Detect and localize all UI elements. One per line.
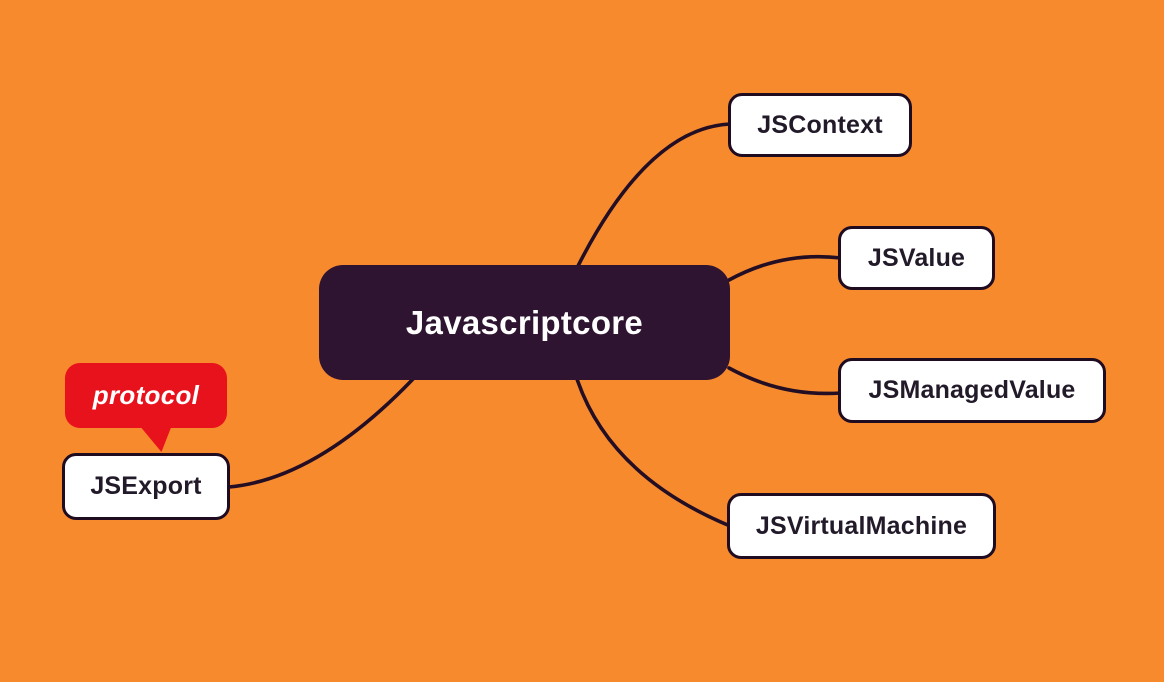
node-jscontext[interactable]: JSContext bbox=[728, 93, 912, 157]
node-jsmanagedvalue-label: JSManagedValue bbox=[868, 376, 1076, 404]
node-jsvalue-label: JSValue bbox=[867, 243, 966, 272]
node-jsexport-label: JSExport bbox=[90, 472, 202, 500]
node-jscontext-label: JSContext bbox=[757, 110, 883, 139]
connector-jscontext bbox=[576, 122, 732, 268]
connector-jsvirtualmachine bbox=[575, 377, 732, 528]
root-node-javascriptcore[interactable]: Javascriptcore bbox=[319, 265, 730, 380]
protocol-badge-label: protocol bbox=[92, 380, 200, 410]
connector-jsvalue bbox=[727, 254, 843, 282]
node-jsvirtualmachine-label: JSVirtualMachine bbox=[755, 511, 968, 540]
root-node-label: Javascriptcore bbox=[405, 303, 644, 341]
node-jsvalue[interactable]: JSValue bbox=[838, 226, 995, 290]
connector-jsmanagedvalue bbox=[727, 366, 843, 396]
node-jsmanagedvalue[interactable]: JSManagedValue bbox=[838, 358, 1106, 423]
protocol-badge[interactable]: protocol bbox=[65, 363, 227, 452]
node-jsvirtualmachine[interactable]: JSVirtualMachine bbox=[727, 493, 996, 559]
node-jsexport[interactable]: JSExport bbox=[62, 453, 230, 520]
connector-jsexport bbox=[227, 377, 415, 489]
